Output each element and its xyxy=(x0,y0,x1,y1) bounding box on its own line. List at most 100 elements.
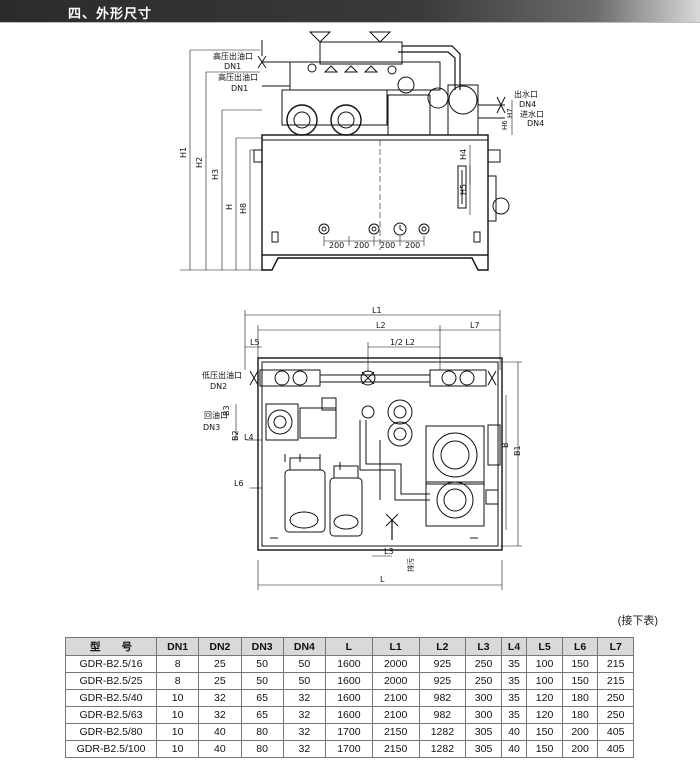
value-cell: 2000 xyxy=(371,672,420,690)
value-cell: 180 xyxy=(561,706,599,724)
label-b2: B2 xyxy=(231,430,240,441)
value-cell: 215 xyxy=(597,672,634,690)
value-cell: 150 xyxy=(526,723,563,741)
value-cell: 8 xyxy=(155,672,200,690)
label-dn4-a: DN4 xyxy=(519,100,536,109)
value-cell: 35 xyxy=(500,672,528,690)
header-cell: L3 xyxy=(465,637,502,656)
value-cell: 250 xyxy=(597,706,634,724)
label-h8: H8 xyxy=(239,203,248,214)
value-cell: 1600 xyxy=(325,655,373,673)
value-cell: 32 xyxy=(282,740,327,758)
value-cell: 65 xyxy=(240,706,284,724)
label-b1: B1 xyxy=(513,445,522,456)
value-cell: 120 xyxy=(526,689,563,707)
label-l5: L5 xyxy=(250,338,260,347)
value-cell: 32 xyxy=(282,689,327,707)
header-cell: L5 xyxy=(526,637,563,656)
value-cell: 305 xyxy=(465,723,502,741)
value-cell: 35 xyxy=(500,655,528,673)
value-cell: 40 xyxy=(500,740,528,758)
value-cell: 2100 xyxy=(371,689,420,707)
value-cell: 10 xyxy=(155,689,200,707)
header-cell: L7 xyxy=(597,637,634,656)
label-high-pressure-outlet-2: 高压出油口 xyxy=(218,72,258,82)
value-cell: 982 xyxy=(418,706,467,724)
header-cell: L6 xyxy=(561,637,599,656)
label-h7: H7 xyxy=(506,108,514,118)
value-cell: 32 xyxy=(198,689,242,707)
label-dn4-b: DN4 xyxy=(527,119,544,128)
value-cell: 50 xyxy=(240,672,284,690)
label-h1: H1 xyxy=(179,147,188,158)
value-cell: 32 xyxy=(282,706,327,724)
value-cell: 300 xyxy=(465,689,502,707)
header-cell: 型 号 xyxy=(65,637,157,656)
label-water-inlet: 进水口 xyxy=(520,109,544,119)
label-b: B xyxy=(501,443,510,449)
value-cell: 8 xyxy=(155,655,200,673)
value-cell: 2100 xyxy=(371,706,420,724)
value-cell: 150 xyxy=(561,672,599,690)
label-dn1-b: DN1 xyxy=(231,84,248,93)
value-cell: 180 xyxy=(561,689,599,707)
label-l3: L3 xyxy=(384,547,394,556)
model-cell: GDR-B2.5/63 xyxy=(65,706,157,724)
value-cell: 65 xyxy=(240,689,284,707)
front-view: 高压出油口 DN1 高压出油口 DN1 出水口 DN4 进水口 DN4 H1 H… xyxy=(179,31,544,271)
value-cell: 35 xyxy=(500,689,528,707)
label-dn3: DN3 xyxy=(203,423,220,432)
model-cell: GDR-B2.5/100 xyxy=(65,740,157,758)
label-high-pressure-outlet: 高压出油口 xyxy=(213,51,253,61)
model-cell: GDR-B2.5/40 xyxy=(65,689,157,707)
value-cell: 200 xyxy=(561,740,599,758)
value-cell: 2150 xyxy=(371,740,420,758)
label-h: H xyxy=(225,204,234,210)
label-dn2: DN2 xyxy=(210,382,227,391)
value-cell: 2000 xyxy=(371,655,420,673)
label-h2: H2 xyxy=(195,157,204,168)
label-return-port: 回油口 xyxy=(204,410,228,420)
value-cell: 250 xyxy=(597,689,634,707)
technical-drawing: 高压出油口 DN1 高压出油口 DN1 出水口 DN4 进水口 DN4 H1 H… xyxy=(179,31,544,590)
value-cell: 40 xyxy=(198,740,242,758)
label-dim-200-2: 200 xyxy=(354,241,369,250)
value-cell: 925 xyxy=(418,672,467,690)
value-cell: 50 xyxy=(282,672,327,690)
model-cell: GDR-B2.5/25 xyxy=(65,672,157,690)
value-cell: 10 xyxy=(155,723,200,741)
header-cell: L1 xyxy=(371,637,420,656)
label-water-outlet: 出水口 xyxy=(514,89,538,99)
continued-note: (接下表) xyxy=(617,615,658,627)
value-cell: 10 xyxy=(155,740,200,758)
value-cell: 1700 xyxy=(325,723,373,741)
value-cell: 305 xyxy=(465,740,502,758)
top-view: L1 L2 L7 1/2 L2 L5 低压出油口 DN2 回油口 DN3 B3 … xyxy=(202,306,522,590)
label-l1: L1 xyxy=(372,306,382,315)
value-cell: 1600 xyxy=(325,672,373,690)
value-cell: 32 xyxy=(198,706,242,724)
value-cell: 250 xyxy=(465,672,502,690)
header-cell: DN3 xyxy=(240,637,284,656)
header-cell: L xyxy=(325,637,373,656)
header-cell: L2 xyxy=(418,637,467,656)
value-cell: 50 xyxy=(282,655,327,673)
label-h6: H6 xyxy=(501,120,509,130)
value-cell: 80 xyxy=(240,740,284,758)
label-h3: H3 xyxy=(211,169,220,180)
label-b3: B3 xyxy=(222,405,231,416)
label-half-l2: 1/2 L2 xyxy=(390,338,415,347)
value-cell: 150 xyxy=(561,655,599,673)
value-cell: 25 xyxy=(198,672,242,690)
model-cell: GDR-B2.5/80 xyxy=(65,723,157,741)
value-cell: 250 xyxy=(465,655,502,673)
label-dim-200-4: 200 xyxy=(405,241,420,250)
value-cell: 100 xyxy=(526,655,563,673)
